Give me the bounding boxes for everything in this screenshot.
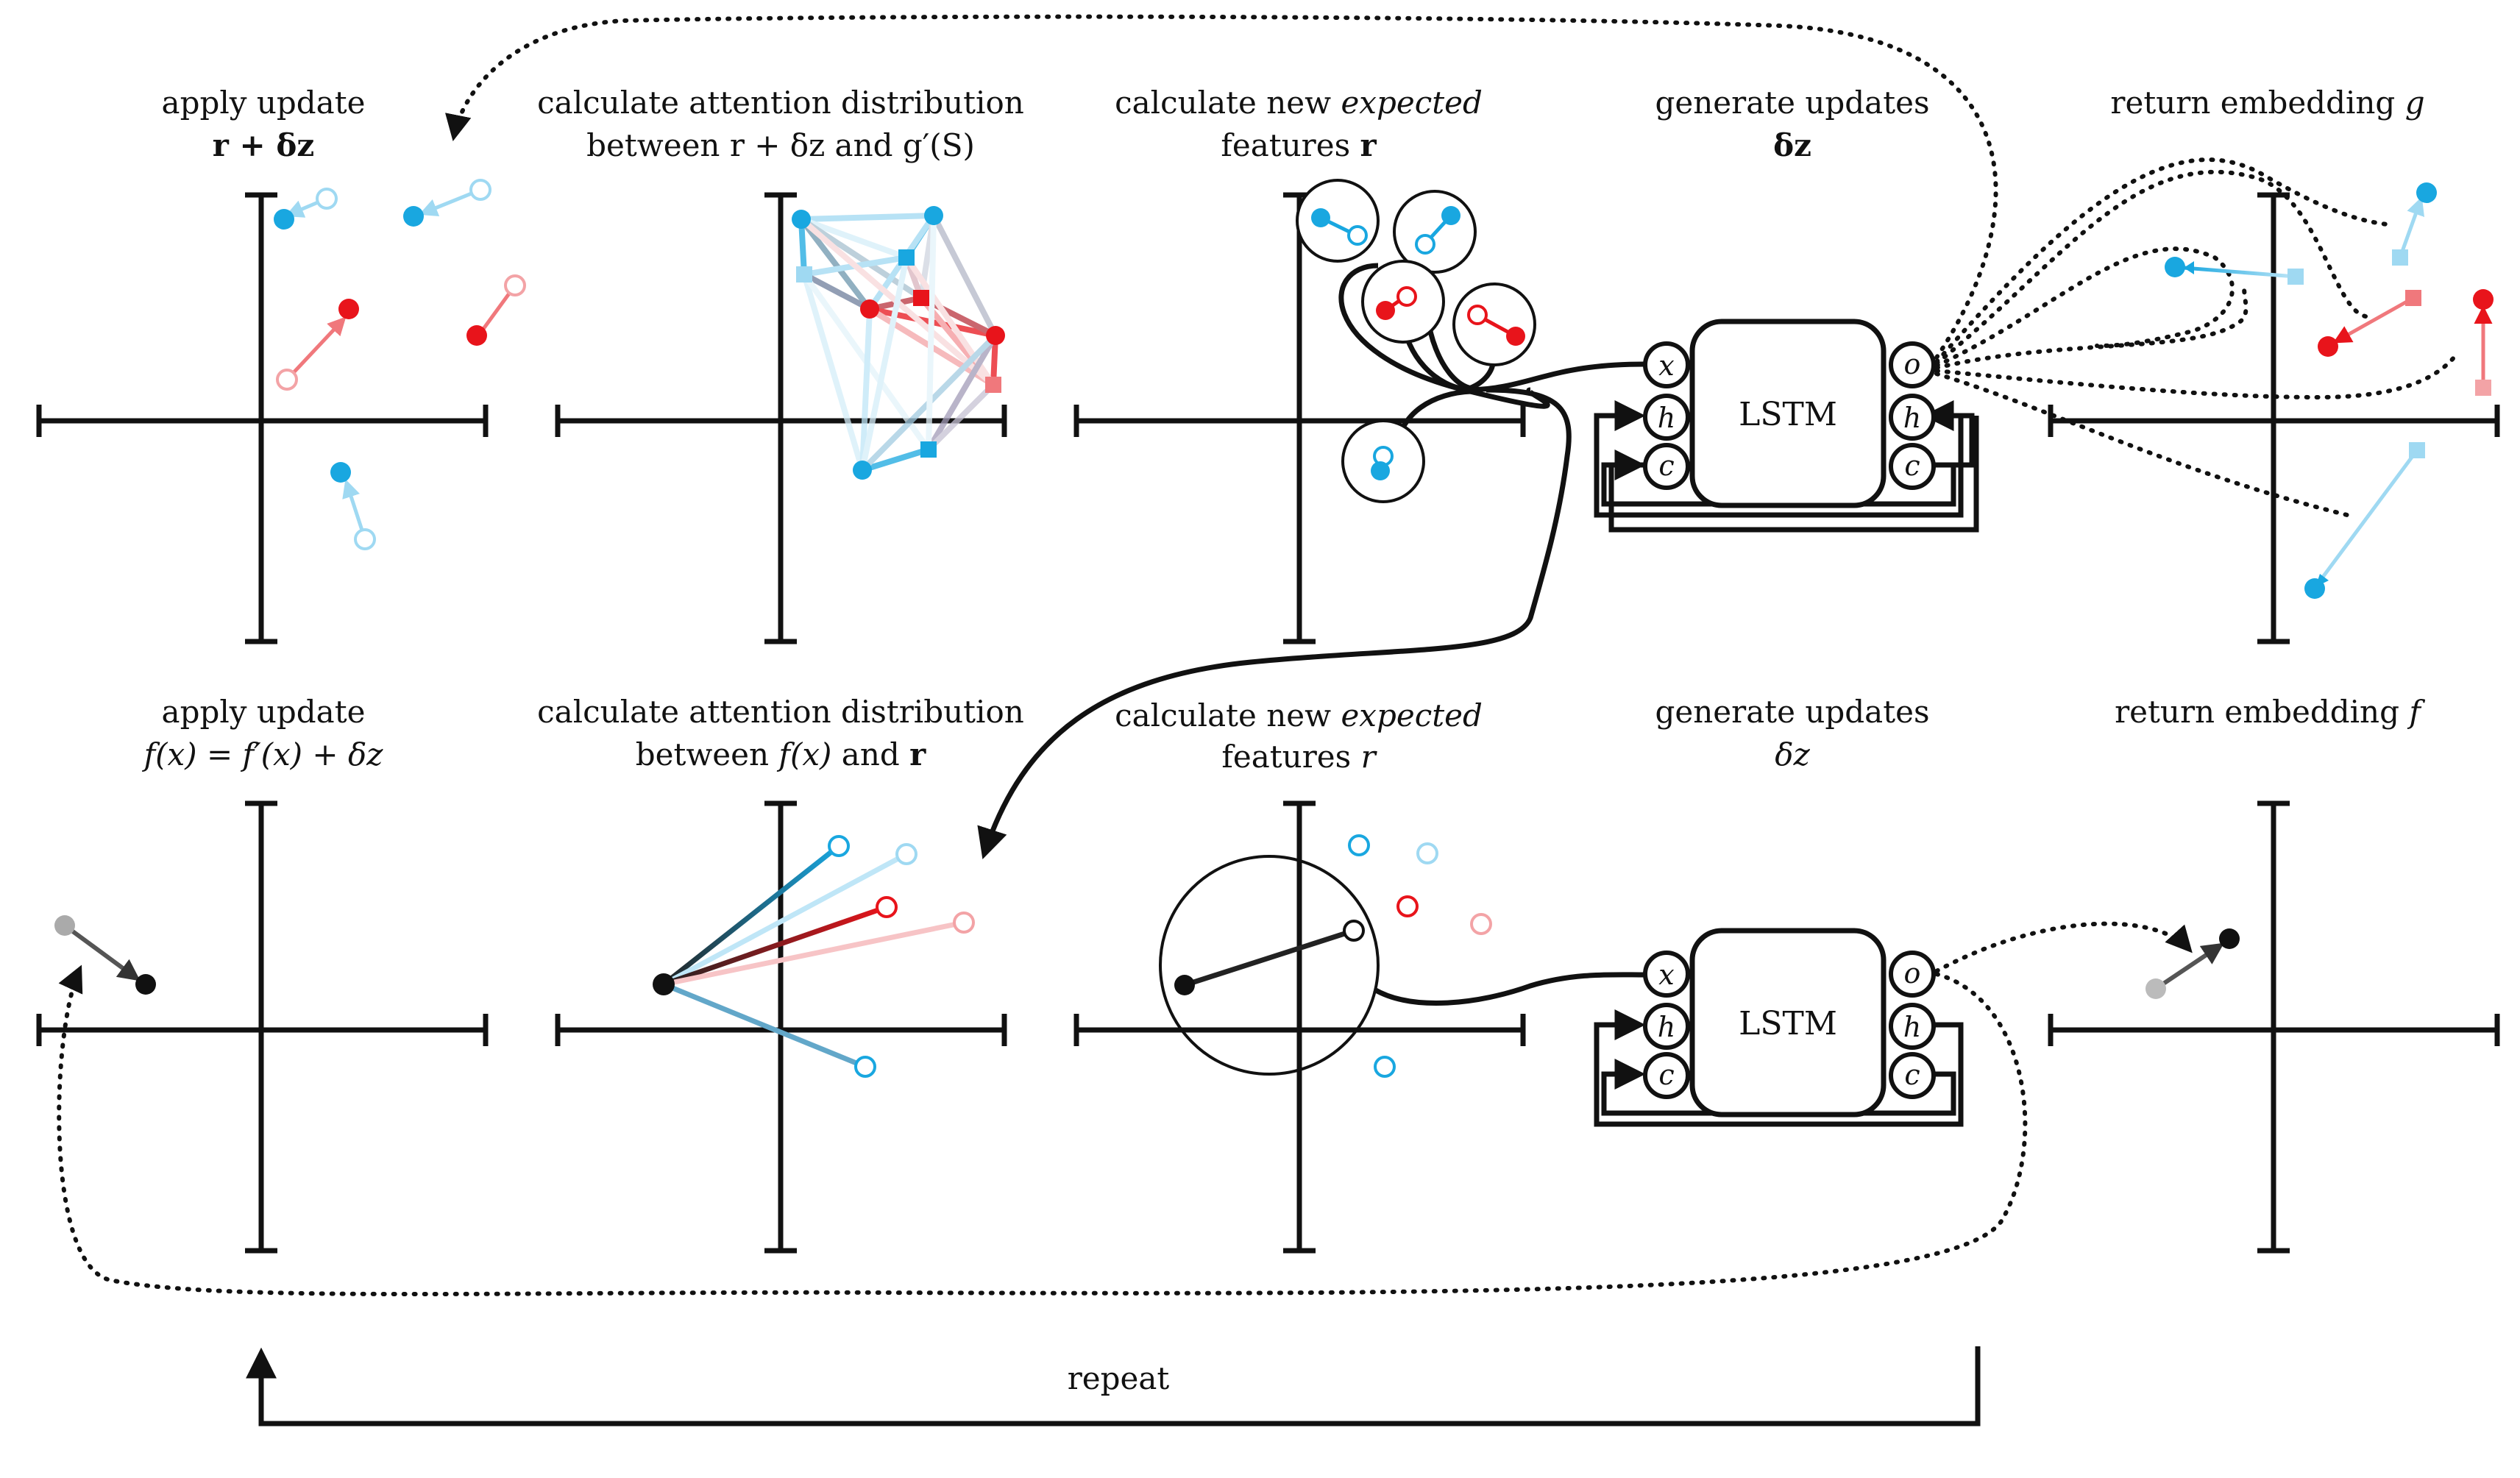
top-p1-title: apply update — [162, 85, 366, 121]
top-p2-subtitle: between r + δz and g′(S) — [586, 127, 975, 163]
lstm-label: LSTM — [1739, 396, 1837, 433]
port-c-out — [1889, 443, 1936, 490]
bottom-axes — [36, 800, 2500, 1254]
axes-bottom-1 — [36, 800, 489, 1254]
port-c-label: c — [1658, 450, 1674, 482]
port-c-in — [1643, 443, 1690, 490]
top-lstm-block: LSTM x h c o h c — [1594, 319, 1979, 533]
bottom-lstm-block: LSTM x h c o h c — [1594, 928, 1964, 1127]
bottom-p3-features — [1159, 834, 1645, 1078]
b-port-h-out-label: h — [1903, 1011, 1921, 1043]
port-x-in — [1643, 341, 1690, 388]
bottom-p1-subtitle: f(x) = f′(x) + δz — [142, 736, 384, 772]
axes-top-2 — [555, 192, 1007, 644]
axes-bottom-5 — [2048, 800, 2500, 1254]
b-port-c-out-label: c — [1904, 1059, 1920, 1091]
bottom-p5-title: return embedding f — [2115, 694, 2425, 730]
port-o-label: o — [1904, 348, 1921, 380]
bottom-p1-points — [54, 915, 156, 995]
b-port-o-label: o — [1904, 957, 1921, 990]
port-h-label: h — [1658, 402, 1675, 434]
port-h-out-label: h — [1903, 402, 1921, 434]
top-p2-attention-graph — [792, 206, 1005, 480]
port-x-label: x — [1658, 349, 1674, 382]
port-o-out — [1889, 341, 1936, 388]
top-p1-subtitle: r + δz — [213, 127, 314, 163]
dotted-connections — [57, 14, 2193, 1297]
top-p3-title: calculate new expected — [1115, 85, 1483, 121]
top-p2-title: calculate attention distribution — [537, 85, 1024, 121]
bottom-p2-title: calculate attention distribution — [537, 694, 1024, 730]
top-p1-points — [274, 179, 526, 550]
b-port-h-label: h — [1658, 1011, 1675, 1043]
port-h-out — [1889, 394, 1936, 441]
top-p5-title: return embedding g — [2110, 85, 2424, 121]
lstm-label-bottom: LSTM — [1739, 1005, 1837, 1042]
top-axes — [36, 192, 2500, 644]
port-c-out-label: c — [1904, 450, 1920, 482]
bottom-p1-title: apply update — [162, 694, 366, 730]
port-h-in — [1643, 394, 1690, 441]
top-p4-title: generate updates — [1655, 85, 1930, 121]
bottom-p2-subtitle: between f(x) and r — [636, 736, 926, 772]
axes-top-3 — [1073, 192, 1526, 644]
top-p4-subtitle: δz — [1773, 127, 1811, 163]
bottom-p2-attention — [653, 835, 975, 1078]
lstm-cell-bottom — [1689, 928, 1887, 1118]
lstm-cell — [1689, 319, 1887, 508]
bottom-titles: apply update f(x) = f′(x) + δz calculate… — [142, 694, 2426, 775]
top-p5-embedding — [1934, 157, 2494, 599]
b-port-c-label: c — [1658, 1059, 1674, 1091]
axes-bottom-2 — [555, 800, 1007, 1254]
axes-top-1 — [36, 192, 489, 644]
bottom-p3-title: calculate new expected — [1115, 697, 1483, 733]
repeat-loop: repeat — [246, 1346, 1981, 1427]
axes-bottom-3 — [1073, 800, 1526, 1254]
bottom-p3-subtitle: features r — [1221, 739, 1377, 775]
top-titles: apply update r + δz calculate attention … — [162, 85, 2425, 163]
bottom-p5-embedding — [2145, 928, 2240, 999]
b-port-x-label: x — [1658, 959, 1674, 991]
repeat-label: repeat — [1068, 1360, 1170, 1396]
bottom-p4-subtitle: δz — [1775, 736, 1810, 772]
bottom-p4-title: generate updates — [1655, 694, 1930, 730]
axes-top-5 — [2048, 192, 2500, 644]
top-p3-features — [977, 179, 1645, 859]
top-p3-subtitle: features r — [1221, 127, 1377, 163]
